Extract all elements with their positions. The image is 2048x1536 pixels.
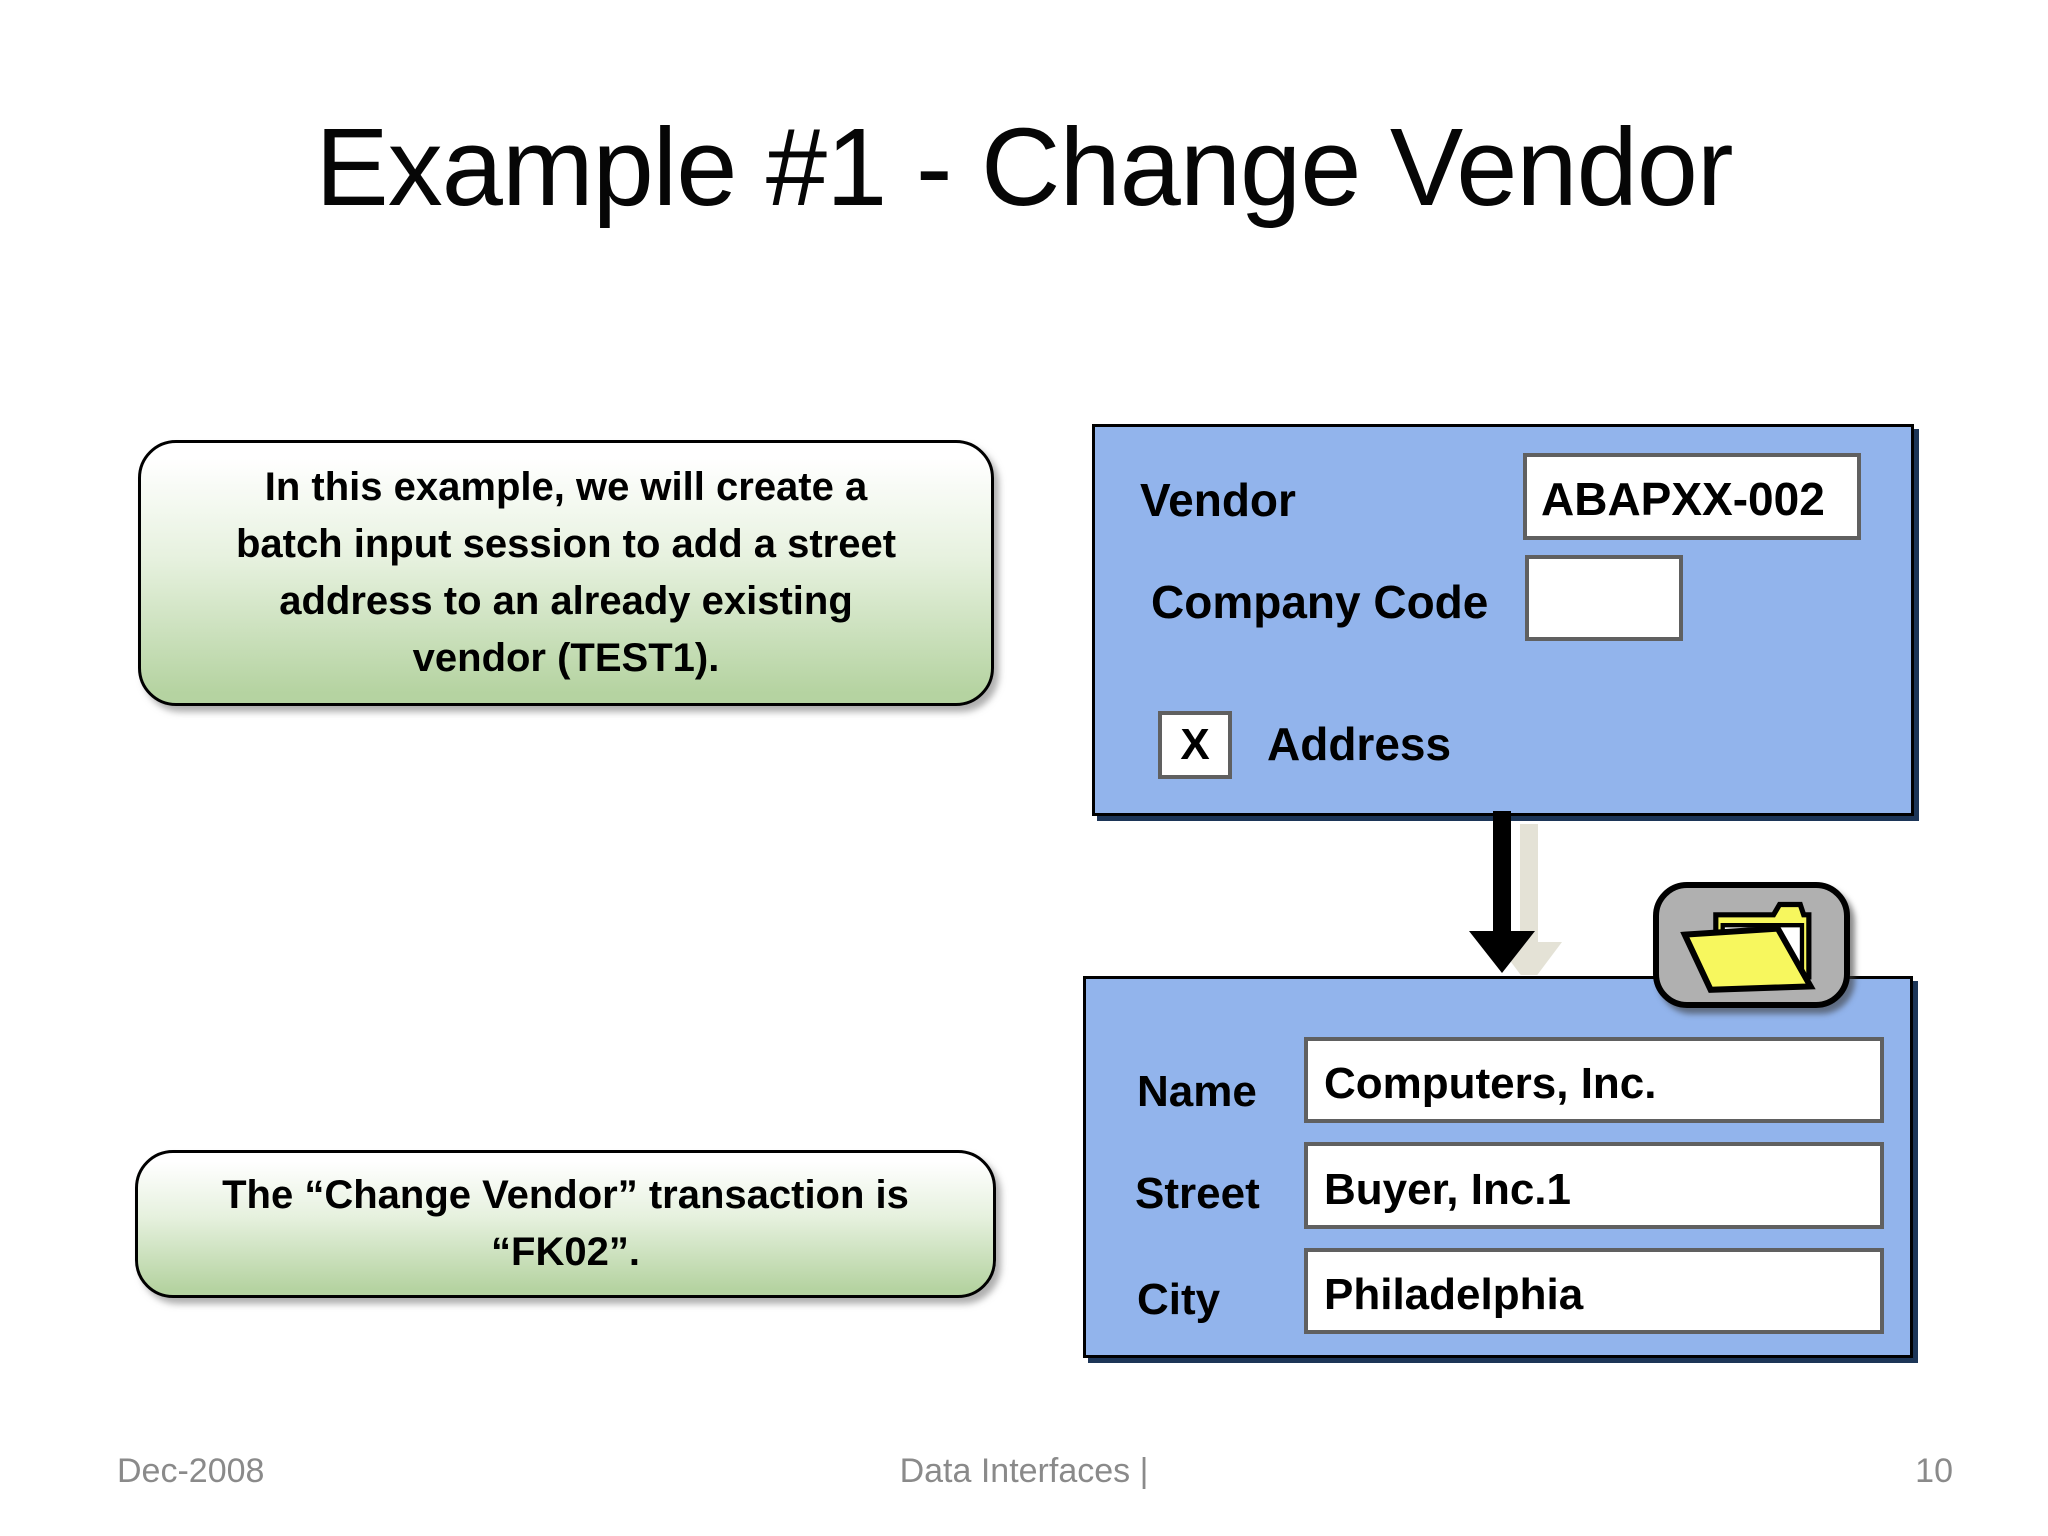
vendor-value: ABAPXX-002 <box>1541 472 1825 525</box>
footer-date: Dec-2008 <box>117 1452 265 1490</box>
intro-callout: In this example, we will create a batch … <box>138 440 994 706</box>
address-checkbox: X <box>1158 711 1232 779</box>
street-input: Buyer, Inc.1 <box>1304 1142 1884 1229</box>
name-input: Computers, Inc. <box>1304 1037 1884 1123</box>
company-code-input <box>1525 555 1683 641</box>
address-panel: Name Computers, Inc. Street Buyer, Inc.1… <box>1083 976 1913 1358</box>
street-value: Buyer, Inc.1 <box>1324 1165 1572 1214</box>
vendor-label: Vendor <box>1140 474 1296 526</box>
down-arrow-icon <box>1469 811 1562 975</box>
city-input: Philadelphia <box>1304 1248 1884 1334</box>
footer-center-text: Data Interfaces | <box>899 1452 1149 1490</box>
slide-title: Example #1 - Change Vendor <box>315 106 1733 229</box>
city-value: Philadelphia <box>1324 1270 1584 1319</box>
vendor-panel: Vendor ABAPXX-002 Company Code X Address <box>1092 424 1914 816</box>
company-code-label: Company Code <box>1151 576 1489 628</box>
intro-callout-text: In this example, we will create a batch … <box>235 465 897 680</box>
open-folder-icon <box>1653 882 1850 1008</box>
name-label: Name <box>1137 1067 1257 1116</box>
footer-page-number: 10 <box>1915 1452 1953 1490</box>
address-checkbox-mark: X <box>1180 720 1210 769</box>
transaction-callout-text: The “Change Vendor” transaction is “FK02… <box>222 1173 909 1274</box>
address-label: Address <box>1267 718 1452 770</box>
street-label: Street <box>1135 1169 1260 1218</box>
city-label: City <box>1137 1275 1221 1324</box>
name-value: Computers, Inc. <box>1324 1059 1657 1108</box>
vendor-input: ABAPXX-002 <box>1523 453 1861 540</box>
transaction-callout: The “Change Vendor” transaction is “FK02… <box>135 1150 996 1298</box>
